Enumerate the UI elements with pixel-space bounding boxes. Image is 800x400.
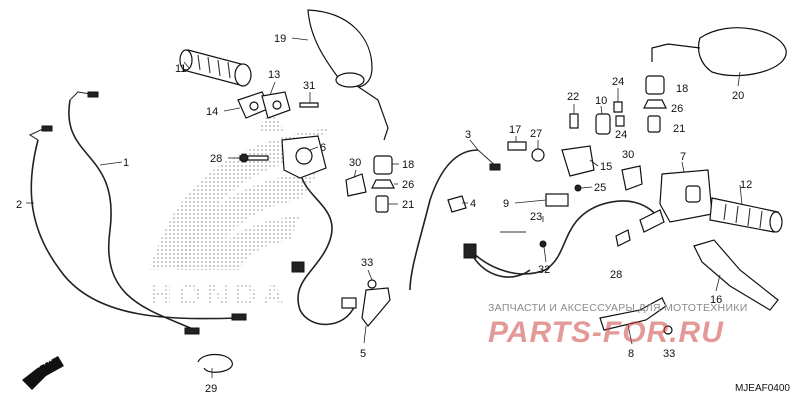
watermark-site-name: PARTS-FOR.RU — [488, 316, 724, 349]
callout-25: 25 — [594, 182, 606, 194]
throttle-cables — [28, 91, 247, 335]
callout-26-left: 26 — [671, 103, 683, 115]
callout-9: 9 — [503, 198, 509, 210]
right-mirror — [307, 9, 389, 141]
screw-28 — [615, 229, 631, 247]
throttle-housing — [237, 91, 319, 119]
callout-13: 13 — [268, 69, 280, 81]
callout-11: 11 — [175, 63, 186, 75]
callout-24-upper: 24 — [612, 76, 624, 88]
callout-30-right: 30 — [349, 157, 361, 169]
clutch-cable — [409, 149, 501, 291]
callout-8: 8 — [628, 348, 634, 360]
callout-30-left: 30 — [622, 149, 634, 161]
watermark-tagline: ЗАПЧАСТИ И АКСЕССУАРЫ ДЛЯ МОТОТЕХНИКИ — [488, 302, 748, 314]
right-handlebar-switch — [239, 135, 327, 179]
handle-weights — [371, 75, 667, 213]
left-switch-harness — [463, 200, 661, 278]
callout-19: 19 — [274, 33, 286, 45]
callout-2: 2 — [16, 199, 22, 211]
callout-24-lower: 24 — [615, 129, 627, 141]
clutch-switch-assembly — [507, 101, 625, 192]
honda-brand-text: HONDA — [150, 279, 290, 312]
callout-15: 15 — [600, 161, 612, 173]
right-switch-harness — [291, 177, 357, 326]
callout-3: 3 — [465, 129, 471, 141]
callout-20: 20 — [732, 90, 744, 102]
callout-16: 16 — [710, 294, 722, 306]
callout-18-right: 18 — [402, 159, 414, 171]
diagram-code: MJEAF0400 — [734, 383, 790, 394]
left-grip — [709, 197, 783, 233]
callout-21-right: 21 — [402, 199, 414, 211]
cable-clamp-4 — [447, 195, 467, 213]
left-handlebar-switch — [639, 169, 713, 233]
callout-21-left: 21 — [673, 123, 685, 135]
callout-28-right: 28 — [210, 153, 222, 165]
callout-17: 17 — [509, 124, 521, 136]
cable-holder-30 — [345, 165, 643, 197]
callout-1: 1 — [123, 157, 129, 169]
callout-33-right: 33 — [361, 257, 373, 269]
bracket-5 — [361, 279, 391, 327]
callout-labels: 1 2 3 4 5 6 7 8 9 10 11 12 13 14 15 16 1… — [16, 33, 752, 395]
callout-12: 12 — [740, 179, 752, 191]
callout-leader-lines — [26, 37, 743, 378]
callout-32: 32 — [538, 264, 550, 276]
callout-29: 29 — [205, 383, 217, 395]
clutch-lever — [693, 239, 779, 311]
callout-14: 14 — [206, 106, 218, 118]
callout-18-left: 18 — [676, 83, 688, 95]
callout-6: 6 — [320, 142, 326, 154]
callout-4: 4 — [470, 198, 476, 210]
callout-28-left: 28 — [610, 269, 622, 281]
callout-26-right: 26 — [402, 179, 414, 191]
front-direction-arrow: FR. — [22, 353, 64, 390]
callout-31: 31 — [303, 80, 315, 92]
cable-clip — [197, 353, 233, 373]
callout-27: 27 — [530, 128, 542, 140]
throttle-grip — [179, 49, 252, 87]
callout-5: 5 — [360, 348, 366, 360]
callout-23: 23 — [530, 211, 542, 223]
left-mirror — [651, 27, 787, 77]
callout-22: 22 — [567, 91, 579, 103]
bracket-8 — [599, 297, 673, 335]
callout-10: 10 — [595, 95, 607, 107]
clutch-switch — [539, 193, 569, 248]
callout-33-left: 33 — [663, 348, 675, 360]
callout-7: 7 — [680, 151, 686, 163]
